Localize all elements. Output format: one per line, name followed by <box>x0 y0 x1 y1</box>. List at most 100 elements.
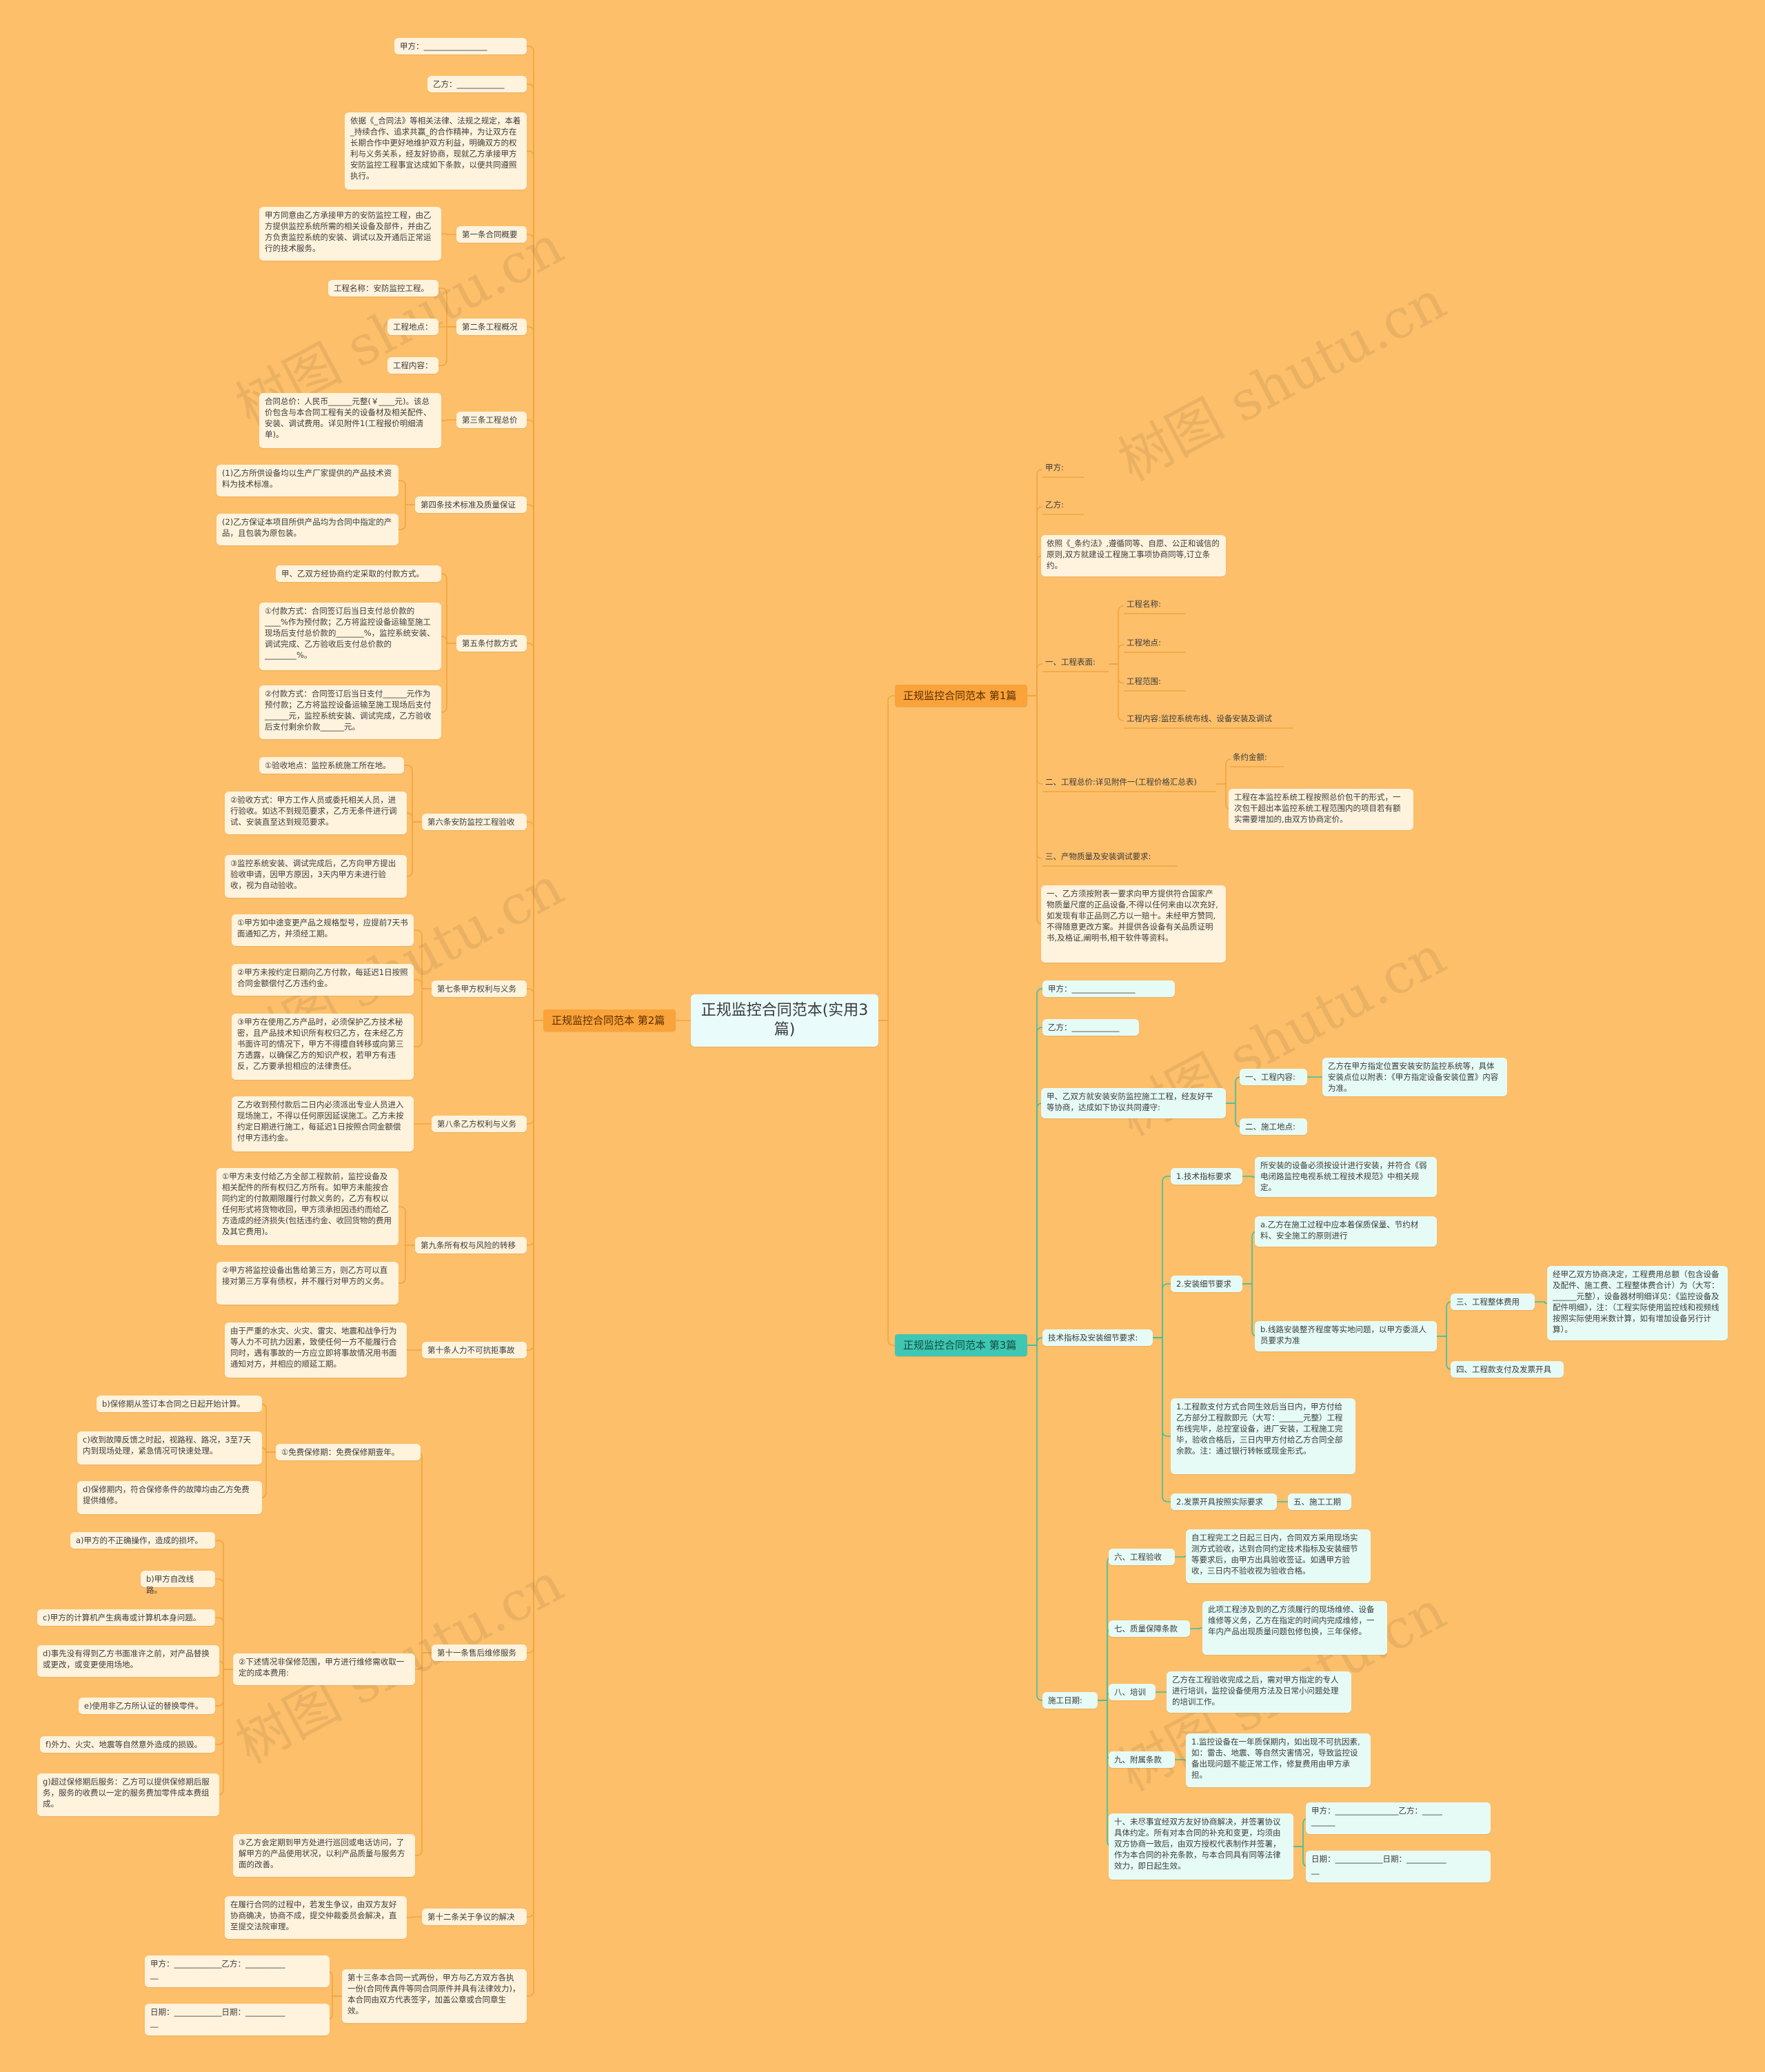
article-5[interactable]: 第五条付款方式 <box>456 635 527 652</box>
warranty-item-c[interactable]: c)收到故障反馈之时起，视路程、路况，3至7天内到现场处理，紧急情况可快速处理。 <box>77 1431 262 1465</box>
article-9-item-1[interactable]: ①甲方未支付给乙方全部工程款前，监控设备及相关配件的所有权归乙方所有。如甲方未能… <box>216 1168 399 1245</box>
p1-party-b[interactable]: 乙方: <box>1045 500 1064 510</box>
p3-section-9[interactable]: 九、附属条款 <box>1109 1751 1175 1768</box>
p3-section-4[interactable]: 四、工程款支付及发票开具 <box>1451 1361 1564 1378</box>
p3-install-item-b[interactable]: b.线路安装整齐程度等实地问题，以甲方委派人员要求为准 <box>1255 1321 1437 1351</box>
warranty-item-d[interactable]: d)保修期内，符合保修条件的故障均由乙方免费提供维修。 <box>77 1481 262 1514</box>
p3-install-details[interactable]: 2.安装细节要求 <box>1171 1276 1242 1292</box>
article-7-item-1[interactable]: ①甲方如中途变更产品之规格型号，应提前7天书面通知乙方，并须经工期。 <box>232 914 414 946</box>
exclusion-f[interactable]: f)外力、火灾、地震等自然意外造成的损毁。 <box>40 1736 215 1753</box>
article-11[interactable]: 第十一条售后维修服务 <box>432 1644 527 1661</box>
p1-quality-text[interactable]: 一、乙方须按附表一要求向甲方提供符合国家产物质量尺度的正品设备,不得以任何来由以… <box>1041 885 1226 963</box>
signature-party[interactable]: 甲方：____________乙方：____________ <box>145 1955 330 1987</box>
article-9-item-2[interactable]: ②甲方将监控设备出售给第三方，则乙方可以直接对第三方享有债权，并不履行对甲方的义… <box>216 1262 399 1305</box>
p1-project-name[interactable]: 工程名称: <box>1127 599 1161 609</box>
p1-party-a[interactable]: 甲方: <box>1045 463 1064 472</box>
p1-price-text[interactable]: 工程在本监控系统工程按照总价包干的形式，一次包干超出本监控系统工程范围内的项目若… <box>1229 789 1413 830</box>
p1-project-scope[interactable]: 工程范围: <box>1127 676 1161 686</box>
p1-section-3[interactable]: 三、产物质量及安装调试要求: <box>1045 852 1151 861</box>
article-4-item-1[interactable]: (1)乙方所供设备均以生产厂家提供的产品技术资料为技术标准。 <box>216 465 399 496</box>
exclusion-b[interactable]: b)甲方自改线路。 <box>141 1571 215 1595</box>
p3-acceptance-text[interactable]: 自工程完工之日起三日内，合同双方采用现场实测方式验收，达到合同约定技术指标及安装… <box>1186 1529 1371 1583</box>
p3-install-item-a[interactable]: a.乙方在施工过程中应本着保质保量、节约材料、安全施工的原则进行 <box>1255 1216 1437 1247</box>
article-13[interactable]: 第十三条本合同一式两份，甲方与乙方双方各执一份(合同传真件等同合同原件并具有法律… <box>342 1969 527 2023</box>
article-5-item-2[interactable]: ②付款方式：合同签订后当日支付______元作为预付款；乙方将监控设备运输至施工… <box>259 685 441 739</box>
article-7-item-2[interactable]: ②甲方未按约定日期向乙方付款，每延迟1日按照合同金额偿付乙方违约金。 <box>232 964 414 996</box>
p3-tech-spec-text[interactable]: 所安装的设备必须按设计进行安装，并符合《弱电闭路监控电视系统工程技术规范》中相关… <box>1255 1157 1437 1197</box>
article-7-item-3[interactable]: ③甲方在使用乙方产品时，必须保护乙方技术秘密，且产品技术知识所有权归乙方，在未经… <box>232 1014 414 1080</box>
branch-part-3[interactable]: 正规监控合同范本 第3篇 <box>895 1334 1027 1356</box>
article-10-text[interactable]: 由于严重的水灾、火灾、雷灾、地震和战争行为等人力不可抗力因素，致使任何一方不能履… <box>225 1322 407 1378</box>
p1-project-content[interactable]: 工程内容:监控系统布线、设备安装及调试 <box>1127 714 1272 723</box>
article-1-text[interactable]: 甲方同意由乙方承接甲方的安防监控工程，由乙方提供监控系统所需的相关设备及部件，并… <box>259 207 441 261</box>
article-10[interactable]: 第十条人力不可抗拒事故 <box>422 1342 527 1358</box>
p3-quality-assurance-text[interactable]: 此项工程涉及到的乙方须履行的现场维修、设备维修等义务，乙方在指定的时间内完成维修… <box>1202 1601 1387 1655</box>
p3-work-place[interactable]: 二、施工地点: <box>1240 1118 1307 1135</box>
article-5-item-1[interactable]: ①付款方式：合同签订后当日支付总价款的____%作为预付款；乙方将监控设备运输至… <box>259 603 441 670</box>
p1-section-2[interactable]: 二、工程总价:详见附件一(工程价格汇总表) <box>1045 777 1197 787</box>
article-8[interactable]: 第八条乙方权利与义务 <box>432 1116 527 1132</box>
exclusion-e[interactable]: e)使用非乙方所认证的替换零件。 <box>79 1698 215 1714</box>
article-4[interactable]: 第四条技术标准及质量保证 <box>415 496 527 513</box>
p3-section-5[interactable]: 五、施工工期 <box>1288 1493 1351 1510</box>
exclusion-g[interactable]: g)超过保修期后服务：乙方可以提供保修期后服务，服务的收费以一定的服务费加零件成… <box>37 1773 219 1816</box>
p3-party-a[interactable]: 甲方：________________ <box>1042 980 1175 997</box>
branch-part-2[interactable]: 正规监控合同范本 第2篇 <box>543 1009 676 1032</box>
article-6-item-2[interactable]: ②验收方式：甲方工作人员或委托相关人员，进行验收。如达不到规范要求，乙方无条件进… <box>225 792 407 834</box>
free-warranty[interactable]: ①免费保修期：免费保修期壹年。 <box>276 1444 421 1460</box>
non-warranty-cases[interactable]: ②下述情况非保修范围，甲方进行维修需收取一定的成本费用: <box>233 1653 415 1685</box>
p1-intro[interactable]: 依照《_条约法》,遵循同等、自愿、公正和诚信的原则,双方就建设工程施工事项协商同… <box>1041 535 1226 576</box>
article-6-item-3[interactable]: ③监控系统安装、调试完成后，乙方向甲方提出验收申请，因甲方原因，3天内甲方未进行… <box>225 855 407 898</box>
branch-part-1[interactable]: 正规监控合同范本 第1篇 <box>895 685 1027 707</box>
p3-training-text[interactable]: 乙方在工程验收完成之后，需对甲方指定的专人进行培训，监控设备使用方法及日常小问题… <box>1167 1671 1351 1713</box>
article-1[interactable]: 第一条合同概要 <box>456 226 527 243</box>
p3-payment-method[interactable]: 1.工程款支付方式合同生效后当日内，甲方付给乙方部分工程款即元（大写：_____… <box>1171 1398 1355 1474</box>
article-12[interactable]: 第十二条关于争议的解决 <box>422 1909 527 1925</box>
exclusion-a[interactable]: a)甲方的不正确操作，造成的损坏。 <box>70 1532 215 1549</box>
exclusion-c[interactable]: c)甲方的计算机产生病毒或计算机本身问题。 <box>37 1609 215 1626</box>
article-3[interactable]: 第三条工程总价 <box>456 412 527 428</box>
p3-agreement[interactable]: 甲、乙双方就安装安防监控施工工程，经友好平等协商，达成如下协议共同遵守: <box>1041 1088 1226 1118</box>
article-12-text[interactable]: 在履行合同的过程中，若发生争议，由双方友好协商确决，协商不成，提交仲裁委员会解决… <box>225 1896 407 1939</box>
article-7[interactable]: 第七条甲方权利与义务 <box>432 980 527 997</box>
p3-tech-requirements[interactable]: 技术指标及安装细节要求: <box>1042 1329 1153 1346</box>
article-3-text[interactable]: 合同总价：人民币______元整(￥____元)。该总价包含与本合同工程有关的设… <box>259 393 441 448</box>
connector <box>399 1206 415 1246</box>
p3-section-7[interactable]: 七、质量保障条款 <box>1109 1620 1190 1637</box>
p3-work-content-text[interactable]: 乙方在甲方指定位置安装安防监控系统等，具体安装点位以附表：《甲方指定设备安装位置… <box>1322 1058 1507 1096</box>
p1-section-1[interactable]: 一、工程表面: <box>1045 657 1096 667</box>
p3-section-3[interactable]: 三、工程整体费用 <box>1451 1294 1535 1310</box>
p3-additional-terms-text[interactable]: 1.监控设备在一年质保期内，如出现不可抗因素,如：雷击、地震、等自然灾害情况，导… <box>1186 1733 1371 1787</box>
article-9[interactable]: 第九条所有权与风险的转移 <box>415 1237 527 1254</box>
project-content[interactable]: 工程内容： <box>387 357 438 374</box>
p3-signature-party[interactable]: 甲方：________________乙方：___________ <box>1306 1802 1491 1834</box>
exclusion-d[interactable]: d)事先没有得到乙方书面准许之前，对产品替换或更改，或变更使用场地。 <box>37 1645 219 1677</box>
article-6[interactable]: 第六条安防监控工程验收 <box>422 814 527 830</box>
p1-project-place[interactable]: 工程地点: <box>1127 638 1161 647</box>
article-6-item-1[interactable]: ①验收地点：监控系统施工所在地。 <box>259 757 404 774</box>
party-b-line[interactable]: 乙方：____________ <box>427 76 527 92</box>
p3-total-cost-text[interactable]: 经甲乙双方协商决定，工程费用总额（包含设备及配件、施工费、工程整体费合计）为（大… <box>1547 1266 1728 1340</box>
warranty-item-b[interactable]: b)保修期从签订本合同之日起开始计算。 <box>97 1396 262 1412</box>
party-a-line[interactable]: 甲方：________________ <box>394 38 527 54</box>
article-8-text[interactable]: 乙方收到预付款后二日内必须派出专业人员进入现场施工，不得以任何原因延误施工。乙方… <box>232 1096 414 1151</box>
project-name[interactable]: 工程名称：安防监控工程。 <box>328 280 438 296</box>
project-place[interactable]: 工程地点： <box>387 319 438 335</box>
signature-date[interactable]: 日期：____________日期：____________ <box>145 2004 330 2035</box>
p3-invoice[interactable]: 2.发票开具按照实际要求 <box>1171 1493 1277 1510</box>
periodic-visit[interactable]: ③乙方会定期到甲方处进行巡回或电话访问，了解甲方的产品使用状况，以利产品质量与服… <box>233 1834 415 1877</box>
p3-tech-spec[interactable]: 1.技术指标要求 <box>1171 1168 1242 1185</box>
contract-intro[interactable]: 依据《_合同法》等相关法律、法规之规定，本着_持续合作、追求共赢_的合作精神，为… <box>345 112 527 190</box>
p3-work-content[interactable]: 一、工程内容: <box>1240 1069 1307 1085</box>
p3-section-6[interactable]: 六、工程验收 <box>1109 1549 1175 1565</box>
p3-signature-date[interactable]: 日期：____________日期：____________ <box>1306 1851 1491 1882</box>
p3-section-8[interactable]: 八、培训 <box>1109 1684 1156 1700</box>
p3-construction-date[interactable]: 施工日期: <box>1042 1692 1098 1709</box>
article-5-intro[interactable]: 甲、乙双方经协商约定采取的付款方式。 <box>276 565 441 582</box>
p3-party-b[interactable]: 乙方：____________ <box>1042 1019 1139 1036</box>
article-4-item-2[interactable]: (2)乙方保证本项目所供产品均为合同中指定的产品，且包装为原包装。 <box>216 514 399 545</box>
p1-contract-amount[interactable]: 条约金额: <box>1233 752 1267 762</box>
article-2[interactable]: 第二条工程概况 <box>456 319 527 335</box>
p3-section-10[interactable]: 十、未尽事宜经双方友好协商解决，并签署协议具体约定。所有对本合同的补充和变更，均… <box>1109 1813 1293 1880</box>
center-topic[interactable]: 正规监控合同范本(实用3篇) <box>691 994 878 1047</box>
